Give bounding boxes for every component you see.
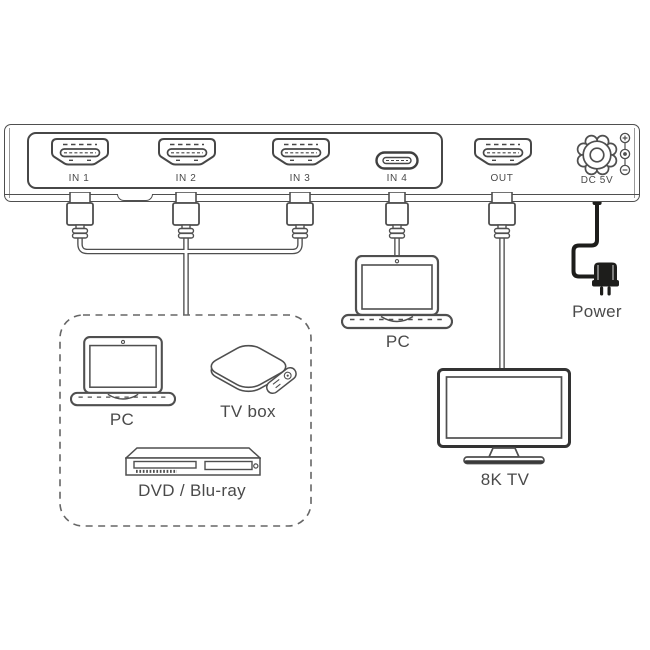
hdmi-port-in1	[51, 138, 109, 166]
port-label-out: OUT	[490, 173, 514, 184]
laptop-icon	[70, 336, 176, 407]
usb-c-plug-in4	[385, 192, 409, 239]
dc-jack-icon	[576, 134, 618, 176]
usb-c-port-in4	[375, 151, 419, 170]
dvd-label: DVD / Blu-ray	[138, 481, 246, 500]
hdmi-plug-in2	[172, 192, 200, 239]
hdmi-plug-in3	[286, 192, 314, 239]
hdmi-plug-out	[488, 192, 516, 239]
power-adapter-icon	[592, 262, 619, 296]
device-left-bevel	[9, 128, 10, 198]
power-label: Power	[572, 302, 622, 321]
hdmi-port-in3	[272, 138, 330, 166]
power-cable	[571, 199, 599, 279]
tv-box-label: TV box	[220, 402, 276, 421]
device-right-bevel	[634, 128, 635, 198]
hdmi-switcher-device	[4, 124, 640, 202]
port-label-in4: IN 4	[386, 173, 408, 184]
laptop-icon	[341, 255, 453, 330]
in4-pc-label: PC	[385, 332, 411, 351]
center-positive-polarity-icon	[619, 132, 631, 176]
input-sources-group-box	[59, 314, 312, 527]
group-pc-label: PC	[109, 410, 135, 429]
hdmi-port-out	[474, 138, 532, 166]
dvd-player-icon	[125, 447, 261, 476]
device-bottom-notch	[117, 194, 153, 201]
device-bottom-lip	[5, 194, 639, 195]
port-label-dc5v: DC 5V	[580, 175, 614, 186]
port-label-in1: IN 1	[68, 173, 90, 184]
port-label-in3: IN 3	[289, 173, 311, 184]
hdmi-plug-in1	[66, 192, 94, 239]
tv-label: 8K TV	[480, 470, 530, 489]
hdmi-port-in2	[158, 138, 216, 166]
tv-box-icon	[200, 333, 297, 395]
port-label-in2: IN 2	[175, 173, 197, 184]
tv-icon	[437, 368, 571, 465]
remote-icon	[265, 367, 297, 395]
